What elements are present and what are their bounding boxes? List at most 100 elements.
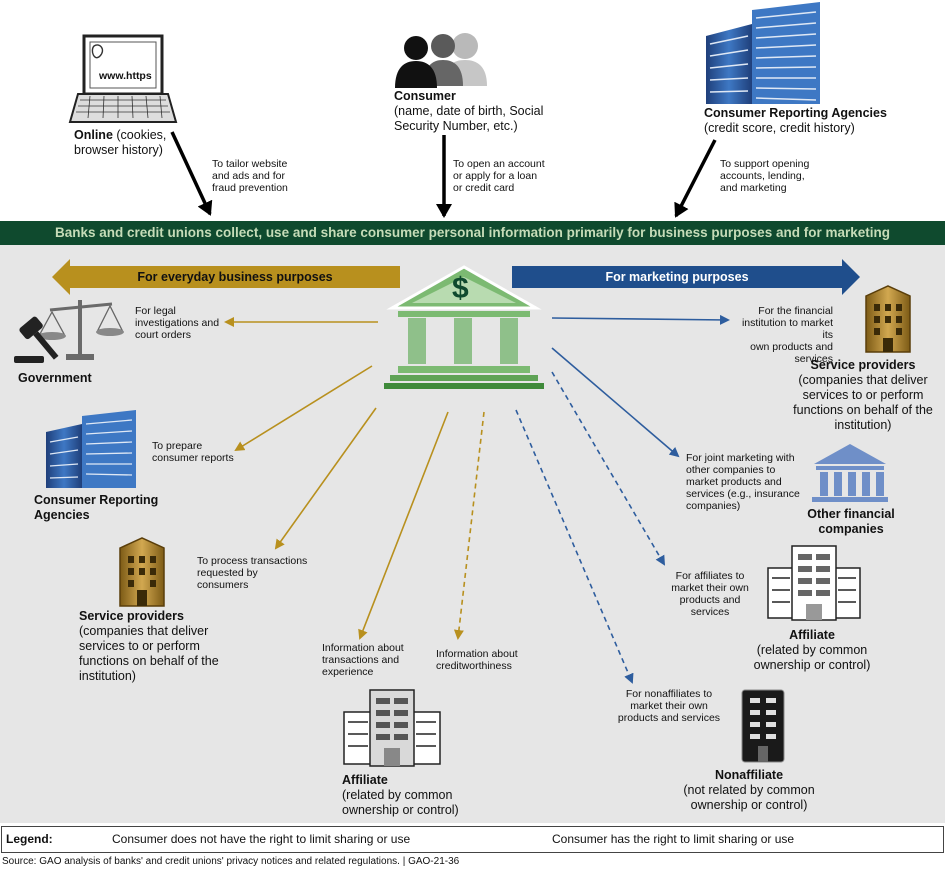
purpose-line: own products and — [750, 341, 833, 353]
dollar-sign: $ — [452, 272, 469, 305]
laptop-icon — [68, 34, 178, 123]
flow-right-affiliate — [551, 371, 666, 566]
purpose-line: companies) — [686, 500, 741, 512]
purpose-line: Information about — [322, 642, 404, 654]
service-left-title: Service providers — [79, 609, 184, 623]
affiliate-left-icon — [343, 689, 441, 767]
consumer-detail: Security Number, etc.) — [394, 119, 518, 133]
other-financial-purpose: For joint marketing with other companies… — [686, 452, 800, 512]
service-right-detail: functions on behalf of the — [793, 403, 933, 417]
flow-affiliate-credit — [453, 411, 485, 640]
affiliate-credit-purpose: Information about creditworthiness — [436, 648, 518, 672]
purpose-line: creditworthiness — [436, 660, 512, 672]
nonaffiliate-detail: (not related by common — [683, 783, 815, 797]
purpose-line: products and — [679, 594, 741, 606]
service-left-detail: functions on behalf of the — [79, 654, 219, 668]
flow-affiliate-transactions — [358, 411, 449, 640]
consumer-label: Consumer (name, date of birth, Social Se… — [394, 89, 543, 134]
service-right-label: Service providers (companies that delive… — [782, 358, 944, 433]
cra-buildings-left-icon — [46, 410, 136, 488]
everyday-header-arrow — [52, 259, 400, 295]
laptop-screen-text: www.https — [99, 70, 152, 82]
purpose-line: market products and — [686, 476, 782, 488]
flow-right-service — [551, 314, 730, 325]
consumer-arrow-line: or credit card — [453, 182, 515, 194]
online-title: Online — [74, 128, 113, 142]
purpose-line: market their own — [671, 582, 749, 594]
nonaffiliate-label: Nonaffiliate (not related by common owne… — [668, 768, 830, 813]
legend-label: Legend: — [6, 832, 53, 846]
other-financial-bank-icon — [812, 444, 888, 502]
purpose-line: For joint marketing with — [686, 452, 795, 464]
nonaffiliate-detail: ownership or control) — [690, 798, 808, 812]
purpose-line: market their own — [630, 700, 708, 712]
purpose-line: For nonaffiliates to — [625, 688, 713, 700]
cra-top-title: Consumer Reporting Agencies — [704, 106, 887, 120]
purpose-line: investigations and — [135, 317, 220, 329]
purpose-line: products and services — [617, 712, 721, 724]
cra-arrow-line: and marketing — [720, 182, 787, 194]
affiliate-left-title: Affiliate — [342, 773, 388, 787]
affiliate-left-label: Affiliate (related by common ownership o… — [342, 773, 459, 818]
purpose-line: requested by — [197, 567, 258, 579]
cra-top-label: Consumer Reporting Agencies (credit scor… — [704, 106, 887, 136]
other-financial-label: Other financial companies — [796, 507, 906, 537]
everyday-header-label: For everyday business purposes — [137, 270, 333, 284]
online-arrow-line: and ads and for — [212, 170, 285, 182]
cra-arrow-label: To support opening accounts, lending, an… — [720, 158, 809, 194]
affiliate-right-icon — [767, 545, 861, 621]
legend-dashed-text: Consumer has the right to limit sharing … — [552, 832, 795, 846]
affiliate-left-detail: ownership or control) — [342, 803, 459, 817]
legend-solid-text: Consumer does not have the right to limi… — [112, 832, 411, 846]
legend: Legend: Consumer does not have the right… — [1, 826, 944, 853]
purpose-line: services — [690, 606, 730, 618]
affiliate-right-label: Affiliate (related by common ownership o… — [734, 628, 890, 673]
flow-service — [274, 407, 377, 550]
flow-other-financial — [551, 347, 680, 458]
purpose-line: consumer reports — [152, 452, 234, 464]
service-right-purpose: For the financial institution to market … — [733, 305, 833, 365]
online-label: Online (cookies, browser history) — [74, 128, 214, 158]
consumer-arrow-line: To open an account — [453, 158, 545, 170]
affiliate-right-detail: ownership or control) — [753, 658, 871, 672]
affiliate-left-detail: (related by common — [342, 788, 453, 802]
everyday-flows — [224, 317, 485, 640]
online-detail: (cookies, — [112, 128, 167, 142]
purpose-line: institution to market its — [741, 317, 833, 341]
online-arrow-label: To tailor website and ads and for fraud … — [212, 158, 288, 194]
purpose-line: For the financial — [758, 305, 833, 317]
online-arrow-line: To tailor website — [212, 158, 288, 170]
online-detail-2: browser history) — [74, 143, 163, 157]
purpose-line: experience — [322, 666, 374, 678]
purpose-line: services — [794, 353, 833, 365]
cra-left-label-line: Agencies — [34, 508, 90, 522]
cra-buildings-top-icon — [706, 2, 820, 104]
marketing-flows — [515, 314, 730, 684]
affiliate-transactions-purpose: Information about transactions and exper… — [322, 642, 404, 678]
consumer-title: Consumer — [394, 89, 456, 103]
diagram-panel — [0, 245, 945, 823]
cra-top-detail: (credit score, credit history) — [704, 121, 855, 135]
service-provider-left-icon — [119, 537, 165, 607]
government-label: Government — [18, 371, 92, 385]
purpose-line: Information about — [436, 648, 518, 660]
cra-arrow — [674, 139, 717, 218]
service-provider-right-icon — [865, 285, 911, 353]
service-left-detail: (companies that deliver — [79, 624, 209, 638]
affiliate-right-detail: (related by common — [756, 643, 868, 657]
service-left-detail: institution) — [79, 669, 136, 683]
online-arrow — [170, 131, 213, 216]
online-arrow-line: fraud prevention — [212, 182, 288, 194]
service-right-detail: services to or perform — [802, 388, 924, 402]
cra-left-purpose: To prepare consumer reports — [152, 440, 234, 464]
service-left-label: Service providers (companies that delive… — [79, 609, 219, 684]
affiliate-right-purpose: For affiliates to market their own produ… — [662, 570, 758, 618]
source-note: Source: GAO analysis of banks' and credi… — [2, 856, 460, 867]
flow-nonaffiliate — [515, 409, 634, 684]
consumer-arrow-label: To open an account or apply for a loan o… — [453, 158, 545, 194]
top-arrows — [170, 131, 717, 218]
government-purpose: For legal investigations and court order… — [135, 305, 219, 341]
purpose-line: For affiliates to — [675, 570, 745, 582]
consumer-people-icon — [395, 33, 487, 88]
